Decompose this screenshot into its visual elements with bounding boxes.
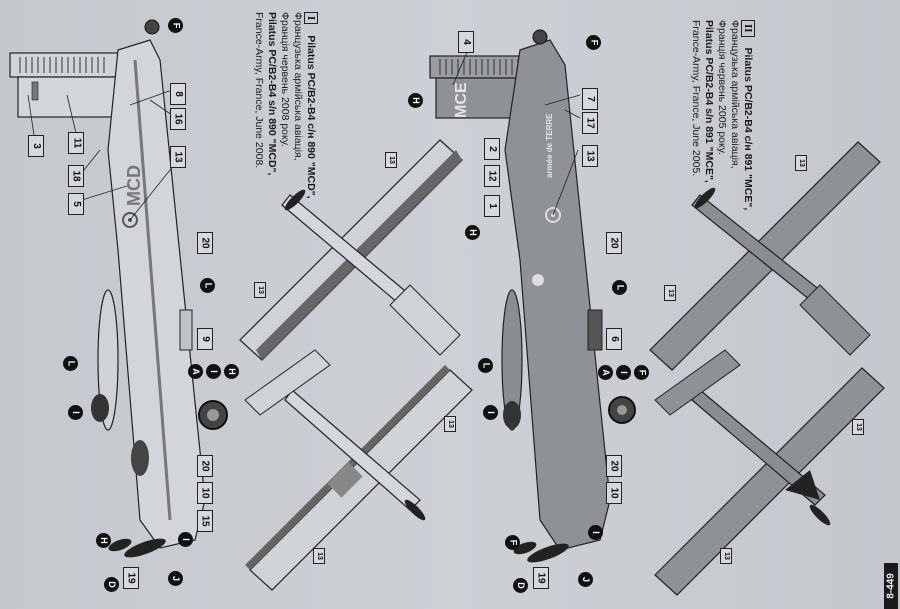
variant-2-side-view — [429, 29, 636, 563]
callout-number: 10 — [197, 482, 213, 504]
variant-1-tail-fin — [9, 52, 121, 118]
callout-letter: L — [63, 356, 78, 371]
callout-letter: F — [634, 365, 649, 380]
callout-letter: H — [224, 364, 239, 379]
variant-2-fuselage-marking: armée de TERRE — [545, 113, 554, 178]
callout-number: 17 — [582, 112, 598, 134]
callout-letter: L — [612, 280, 627, 295]
callout-number: 2 — [484, 138, 500, 160]
callout-number: 15 — [197, 510, 213, 532]
callout-number: 13 — [720, 548, 732, 564]
variant-1-roman-label: I — [304, 12, 318, 25]
callout-number: 13 — [170, 146, 186, 168]
variant-2-roman-label: II — [741, 20, 755, 37]
callout-number: 20 — [606, 232, 622, 254]
variant-2-fuselage-code: MCE — [453, 82, 470, 118]
variant-1-fuselage — [107, 39, 206, 549]
variant-2-caption: II Pilatus PC/B2-B4 с/н 891 "MCE", Франц… — [690, 20, 755, 211]
callout-letter: F — [586, 35, 601, 50]
callout-number: 13 — [444, 416, 456, 432]
callout-number: 13 — [795, 155, 807, 171]
callout-number: 12 — [484, 165, 500, 187]
variant-1-side-view — [9, 19, 228, 558]
callout-letter: J — [168, 571, 183, 586]
callout-number: 20 — [197, 232, 213, 254]
callout-letter: A — [188, 364, 203, 379]
variant-1-fuselage-code: MCD — [124, 165, 144, 206]
callout-letter: I — [588, 525, 603, 540]
callout-number: 13 — [582, 145, 598, 167]
callout-letter: I — [483, 405, 498, 420]
callout-number: 6 — [606, 328, 622, 350]
callout-number: 20 — [606, 455, 622, 477]
callout-number: 13 — [385, 152, 397, 168]
callout-letter: I — [68, 405, 83, 420]
callout-number: 18 — [68, 165, 84, 187]
callout-letter: H — [408, 93, 423, 108]
callout-number: 9 — [197, 328, 213, 350]
callout-letter: F — [168, 18, 183, 33]
callout-letter: A — [598, 365, 613, 380]
callout-letter: L — [200, 278, 215, 293]
callout-letter: D — [104, 577, 119, 592]
variant-1-top-view — [239, 139, 463, 361]
callout-number: 20 — [197, 455, 213, 477]
variant-2-fuselage — [504, 39, 611, 551]
callout-number: 1 — [484, 195, 500, 217]
variant-2-bottom-view — [654, 349, 885, 596]
variant-1-bottom-view — [244, 349, 473, 591]
callout-letter: I — [178, 532, 193, 547]
sheet-code-label: 8-449 — [884, 563, 898, 609]
variant-2-top-view — [649, 141, 881, 371]
callout-number: 11 — [68, 132, 84, 154]
variant-1-caption: I Pilatus PC/B2-B4 с/н 890 "MCD", Францу… — [253, 12, 318, 199]
callout-letter: L — [478, 358, 493, 373]
callout-number: 13 — [313, 548, 325, 564]
callout-number: 13 — [254, 282, 266, 298]
callout-letter: H — [96, 533, 111, 548]
callout-number: 19 — [123, 567, 139, 589]
callout-number: 7 — [582, 88, 598, 110]
callout-letter: D — [513, 578, 528, 593]
callout-letter: J — [578, 572, 593, 587]
callout-number: 16 — [170, 108, 186, 130]
callout-number: 5 — [68, 193, 84, 215]
callout-number: 3 — [28, 135, 44, 157]
callout-number: 10 — [606, 482, 622, 504]
callout-number: 4 — [458, 31, 474, 53]
callout-number: 8 — [170, 83, 186, 105]
callout-number: 19 — [533, 567, 549, 589]
callout-number: 13 — [664, 285, 676, 301]
callout-letter: H — [465, 225, 480, 240]
callout-letter: F — [505, 535, 520, 550]
callout-number: 13 — [852, 419, 864, 435]
callout-letter: I — [206, 364, 221, 379]
callout-letter: I — [616, 365, 631, 380]
